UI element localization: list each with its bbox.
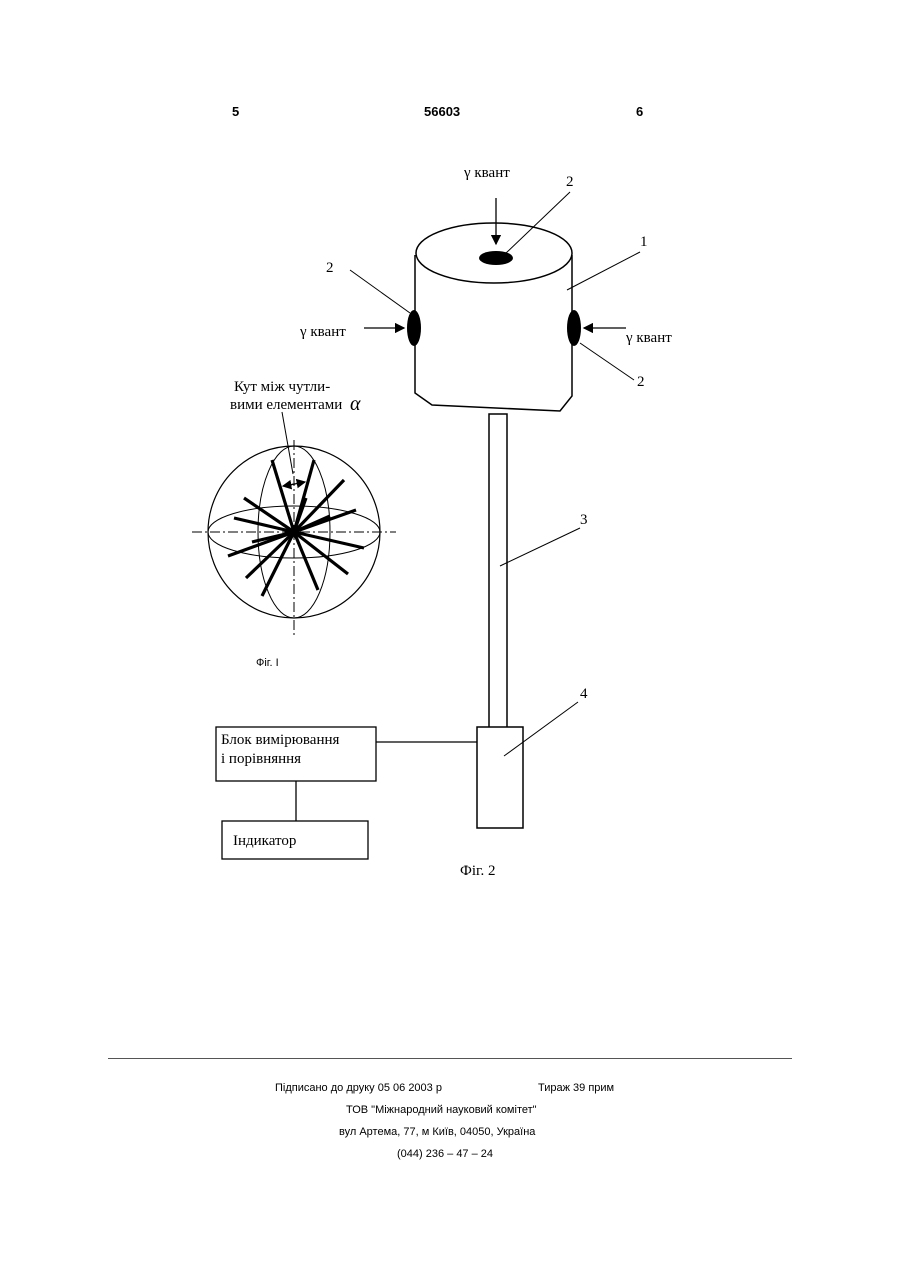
gamma-label-left: γ квант <box>299 324 346 340</box>
leader-2-right <box>580 343 634 380</box>
gamma-label-right: γ квант <box>625 330 672 346</box>
sensitive-element-rays <box>228 460 364 596</box>
measurement-block-line1: Блок вимірювання <box>221 732 340 748</box>
indicator-label: Індикатор <box>233 833 296 849</box>
footer-address: вул Артема, 77, м Київ, 04050, Україна <box>339 1126 535 1138</box>
sensitive-element-top <box>479 251 513 265</box>
ref-2-left: 2 <box>326 260 334 276</box>
footer-circulation: Тираж 39 прим <box>538 1082 614 1094</box>
patent-figure: γ квант γ квант γ квант 2 1 2 2 3 4 Блок… <box>0 0 900 1000</box>
fig1-caption: Фіг. І <box>256 657 279 669</box>
sphere-diagram <box>192 412 396 638</box>
ref-2-right: 2 <box>637 374 645 390</box>
sensitive-element-left <box>407 310 421 346</box>
ref-3: 3 <box>580 512 588 528</box>
footer-phone: (044) 236 – 47 – 24 <box>397 1148 493 1160</box>
sensitive-element-right <box>567 310 581 346</box>
leader-1 <box>567 252 640 290</box>
gamma-label-top: γ квант <box>463 165 510 181</box>
detector-rod <box>489 414 507 728</box>
angle-label-line1: Кут між чутли- <box>234 379 330 395</box>
angle-symbol: α <box>350 393 361 415</box>
footer-rule <box>108 1058 792 1059</box>
leader-3 <box>500 528 580 566</box>
ref-4: 4 <box>580 686 588 702</box>
footer-signed: Підписано до друку 05 06 2003 р <box>275 1082 442 1094</box>
footer-publisher: ТОВ "Міжнародний науковий комітет" <box>346 1104 537 1116</box>
fig2-caption: Фіг. 2 <box>460 863 495 879</box>
measurement-block-line2: і порівняння <box>221 751 301 767</box>
base-block <box>477 727 523 828</box>
leader-2-left <box>350 270 410 313</box>
ref-1: 1 <box>640 234 648 250</box>
angle-label-line2: вими елементами <box>230 397 342 413</box>
ref-2-top: 2 <box>566 174 574 190</box>
